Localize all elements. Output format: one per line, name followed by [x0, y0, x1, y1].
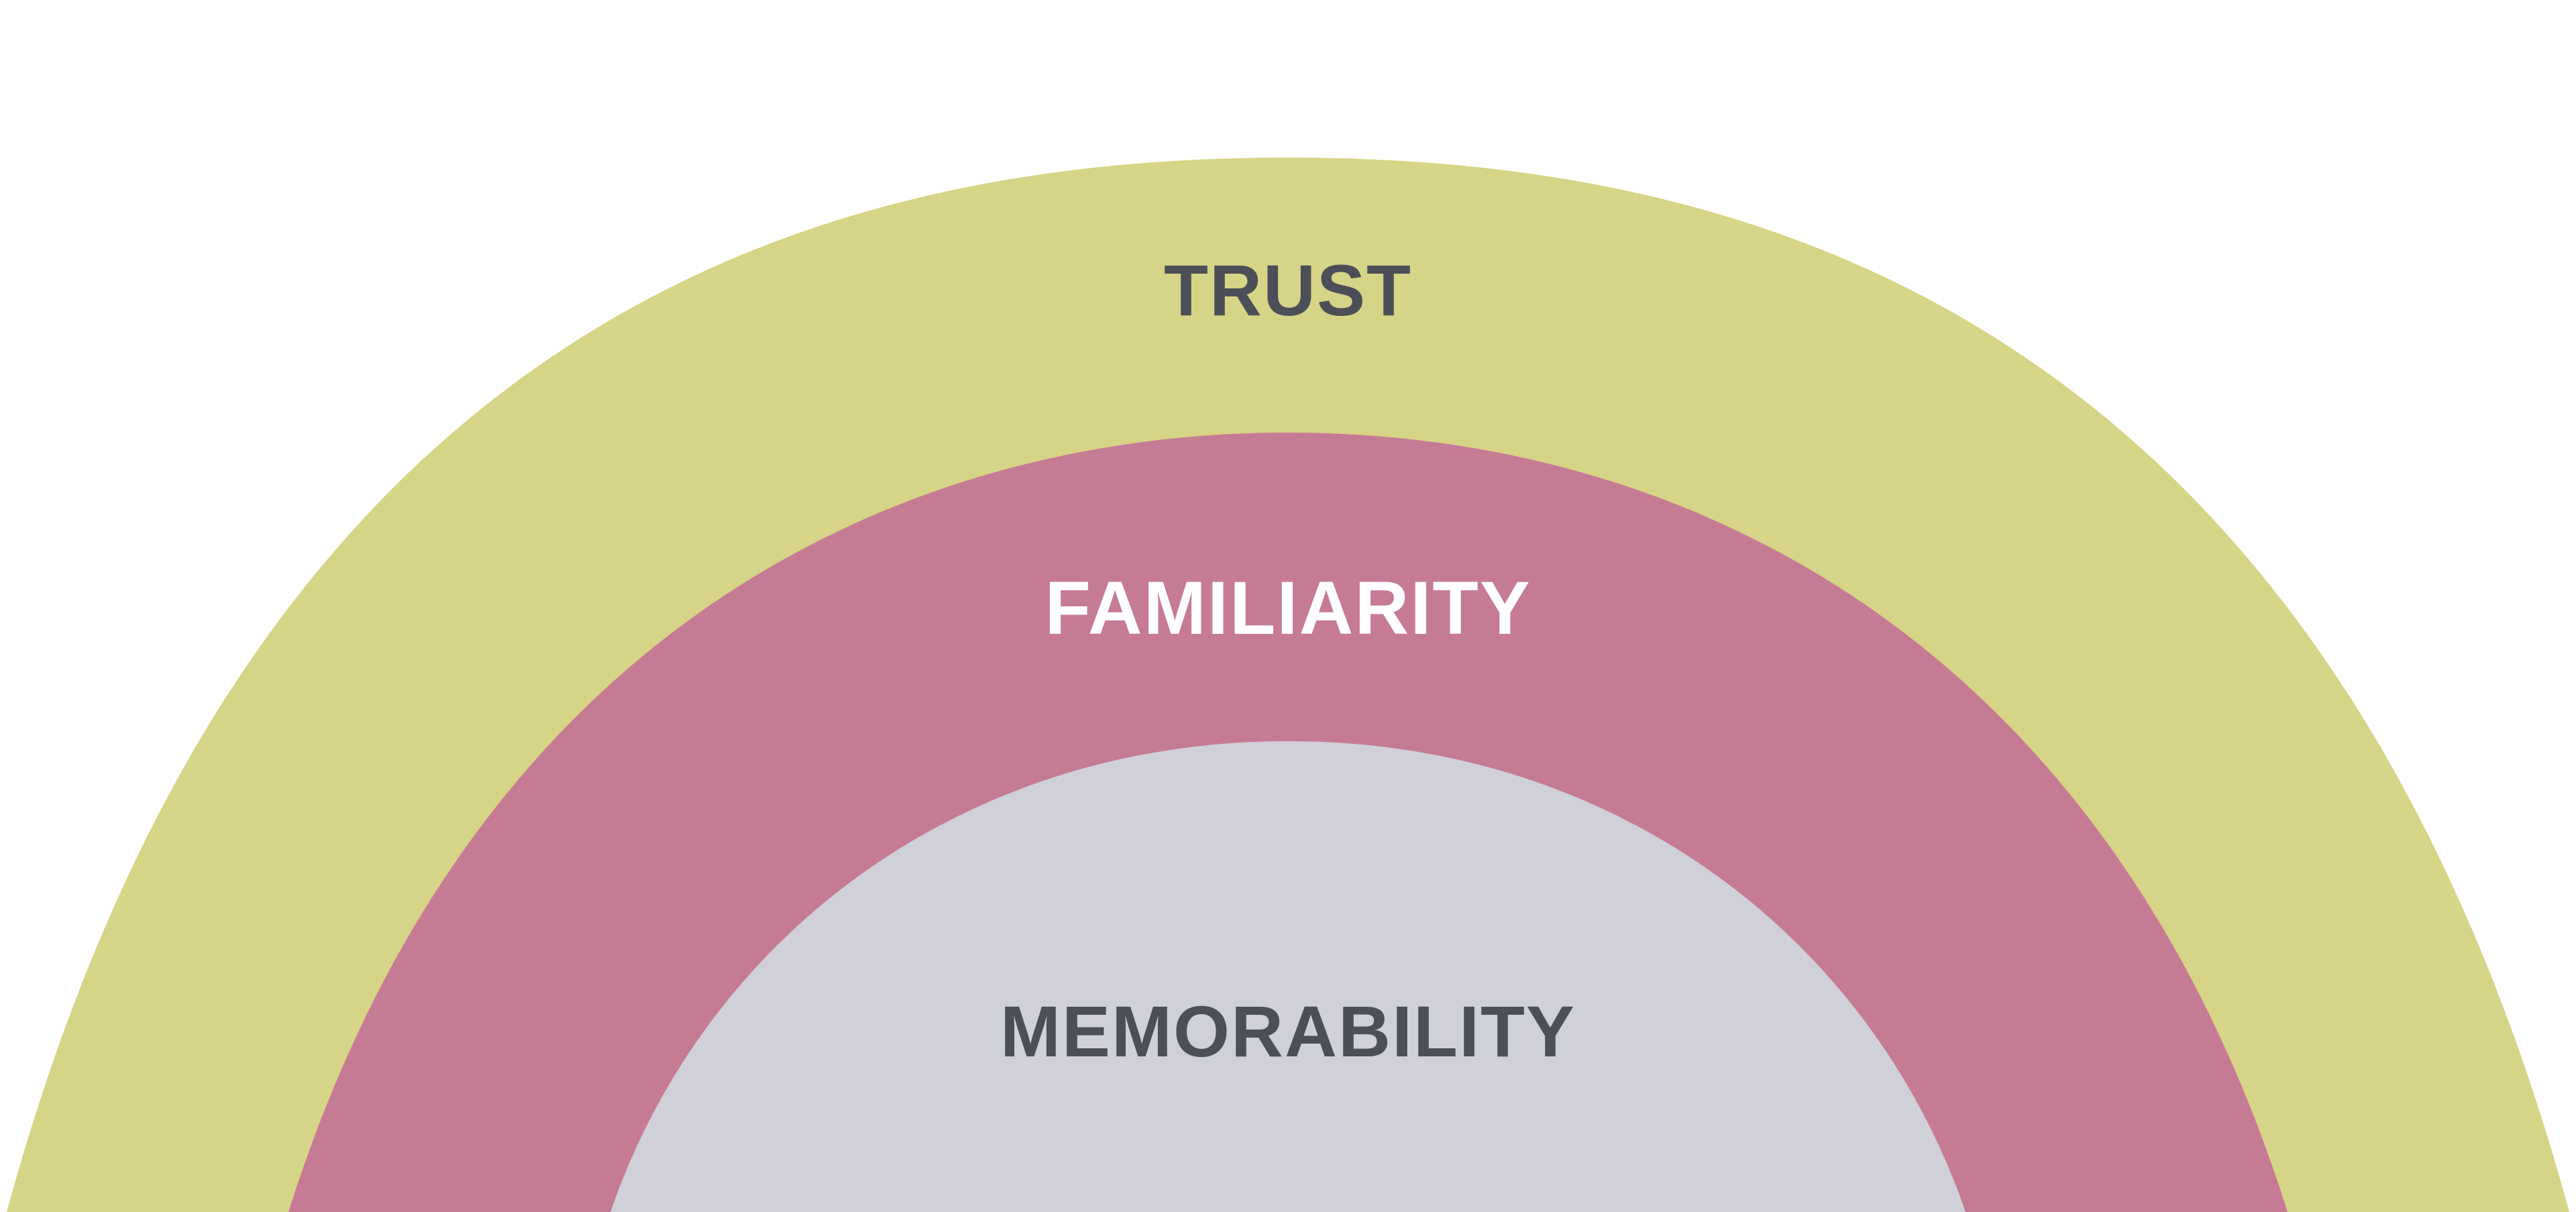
layer-memorability-arch — [610, 741, 1966, 1212]
layer-familiarity-label: FAMILIARITY — [1044, 566, 1531, 650]
layer-trust-label: TRUST — [1164, 250, 1412, 331]
layer-memorability: MEMORABILITY — [610, 741, 1966, 1212]
layer-memorability-label: MEMORABILITY — [1000, 991, 1576, 1072]
